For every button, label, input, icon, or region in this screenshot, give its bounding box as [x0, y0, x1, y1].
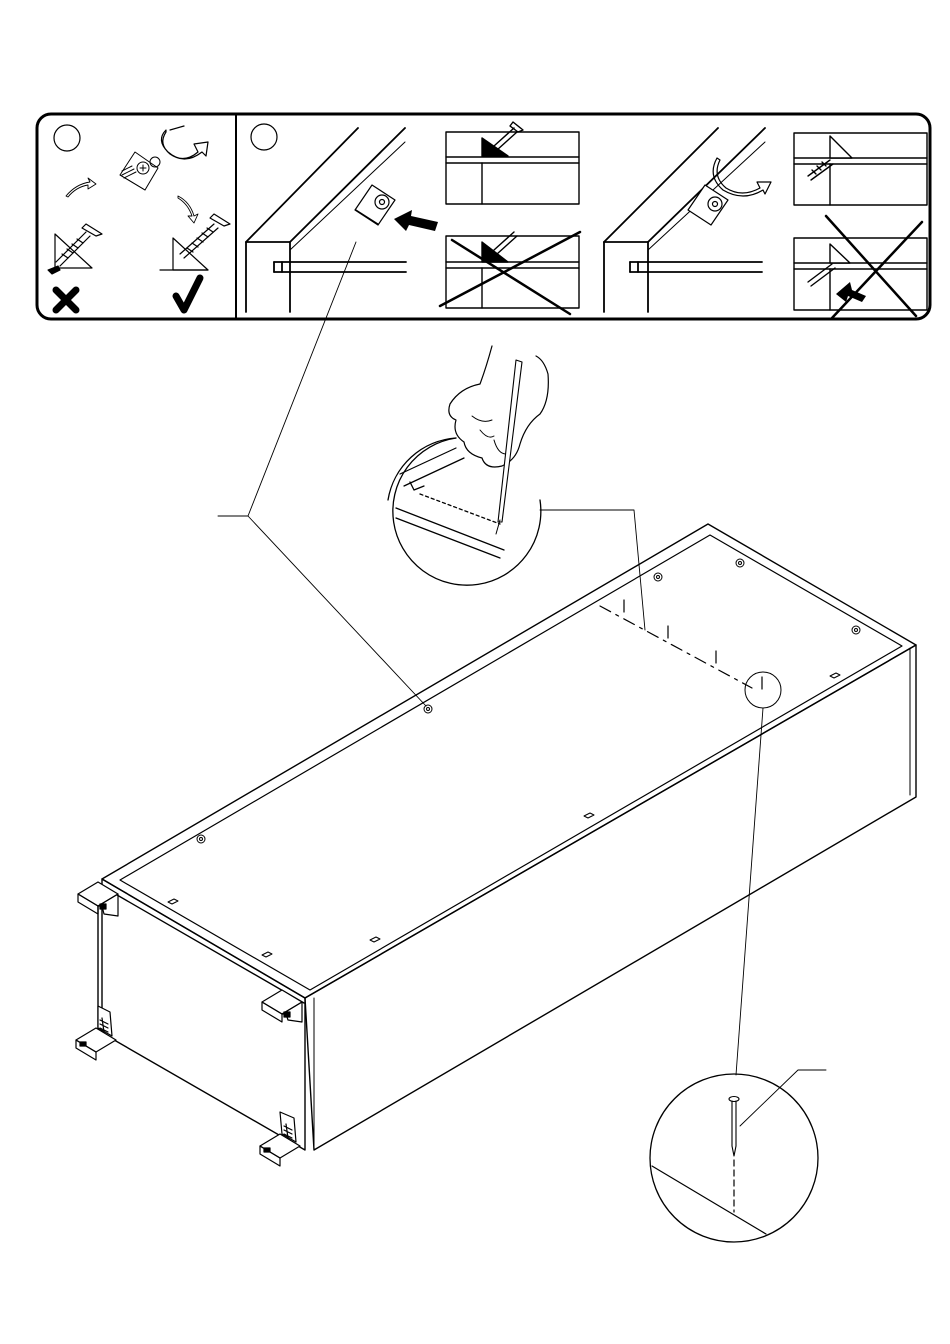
cabinet-inner-edge: [120, 535, 902, 990]
cam-fitting-turn-icon: [688, 185, 728, 225]
cam-fitting-e: [852, 626, 860, 634]
push-arrow-icon: [394, 210, 438, 231]
correct-depth-box-1: [446, 122, 579, 204]
instruction-panel: [37, 114, 930, 319]
process-arrow-icon: [66, 178, 198, 223]
correct-depth-box-2: [794, 133, 927, 205]
cabinet-carcass: [98, 524, 916, 1150]
wrong-depth-box-1: [440, 232, 580, 314]
cam-fitting-d: [736, 559, 744, 567]
pencil: [498, 360, 522, 522]
nail-label-leader: [740, 1070, 826, 1126]
check-icon: [176, 278, 200, 310]
leader-line-cam: [218, 242, 426, 706]
cam-fittings: [197, 559, 860, 843]
step-marker-2: [251, 124, 277, 150]
wrong-depth-box-2: [794, 216, 927, 318]
cabinet-feet: [76, 882, 302, 1166]
cabinet-side-panel: [305, 645, 916, 1150]
pencil-marking-detail: [388, 346, 645, 630]
cam-fitting-insert-icon: [355, 185, 395, 225]
hand-outline: [449, 346, 548, 467]
foot-bottom-left: [76, 1006, 116, 1060]
cabinet-end-panel: [102, 879, 305, 1150]
cabinet-top-rim: [102, 524, 916, 998]
foot-top-right: [262, 990, 302, 1022]
panel-corner-illustration-2: [604, 128, 765, 312]
nail-detail: [650, 672, 826, 1242]
foot-bottom-right: [260, 1112, 300, 1166]
foot-top-left: [78, 882, 118, 916]
screw-wrong-example: [48, 224, 102, 274]
nail-detail-small-circle: [745, 672, 781, 708]
dowel-slots: [168, 673, 840, 957]
cam-fitting-b: [424, 705, 432, 713]
x-icon: [56, 290, 76, 310]
cam-fitting-a: [197, 835, 205, 843]
nail-icon: [729, 1097, 739, 1157]
cam-fitting-icon: [120, 152, 160, 190]
screw-correct-example: [160, 214, 230, 270]
cam-fitting-c: [654, 573, 662, 581]
marking-line: [600, 600, 762, 689]
nail-detail-leader: [736, 708, 763, 1075]
rotate-arrow-icon: [161, 126, 208, 159]
step-marker-1: [54, 125, 80, 151]
